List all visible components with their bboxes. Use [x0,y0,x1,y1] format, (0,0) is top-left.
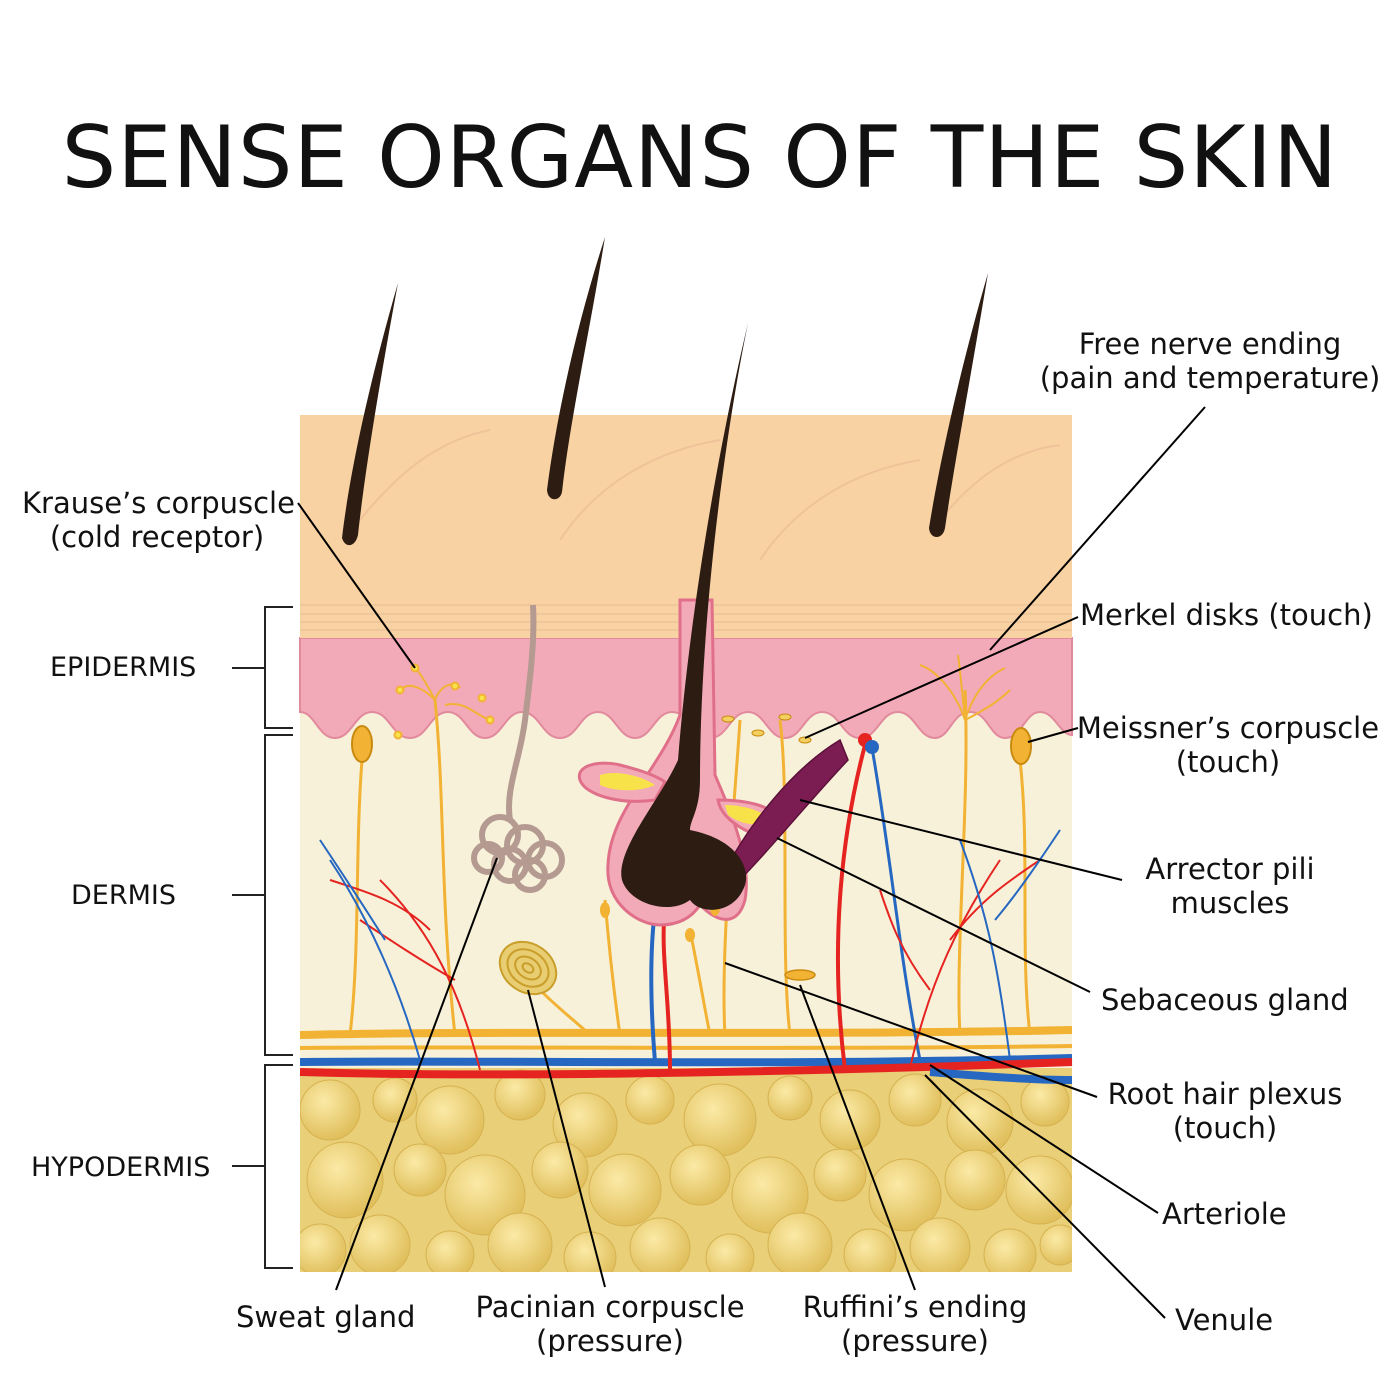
ruffini-ending [784,969,816,981]
label-venule: Venule [1175,1303,1274,1337]
layer-brackets [232,606,293,1269]
leader-arteriole [929,1064,1159,1214]
label-pacinian-line2: (pressure) [536,1324,684,1358]
label-free-nerve-line1: Free nerve ending [1078,327,1342,361]
label-sebaceous: Sebaceous gland [1101,983,1349,1017]
deep-vessel-plexus [299,1026,1073,1084]
leader-root-hair [724,962,1098,1098]
label-meissner-line2: (touch) [1175,745,1281,779]
label-root-hair-line2: (touch) [1172,1111,1278,1145]
label-ruffini: Ruffini’s ending (pressure) [790,1290,1040,1358]
label-sweat: Sweat gland [236,1300,416,1334]
hair-shafts [342,237,988,910]
leader-meissner [1027,727,1079,743]
leader-arrector [799,799,1123,881]
leader-lines [297,406,1206,1319]
layer-label-dermis: DERMIS [71,880,177,911]
label-meissner: Meissner’s corpuscle (touch) [1076,711,1380,779]
label-pacinian: Pacinian corpuscle (pressure) [460,1290,760,1358]
hypodermis-fat-layer [300,1068,1072,1272]
label-ruffini-line1: Ruffini’s ending [802,1290,1028,1324]
label-krause-line1: Krause’s corpuscle [22,486,295,520]
pacinian-corpuscle [498,940,558,996]
merkel-disks [721,713,812,744]
label-meissner-line1: Meissner’s corpuscle [1076,711,1380,745]
label-arrector: Arrector pili muscles [1120,852,1340,920]
label-root-hair-line1: Root hair plexus [1107,1077,1343,1111]
layer-label-epidermis: EPIDERMIS [50,652,197,683]
capillary-network [319,744,1061,1071]
sweat-gland [471,604,565,893]
skin-surface-creases [359,429,1061,561]
label-free-nerve: Free nerve ending (pain and temperature) [1030,327,1390,395]
leader-krause [297,502,416,669]
label-arteriole: Arteriole [1162,1197,1287,1231]
leader-venule [924,1074,1166,1319]
label-pacinian-line1: Pacinian corpuscle [475,1290,745,1324]
leader-sweat [335,857,498,1291]
layer-label-hypodermis: HYPODERMIS [31,1152,211,1183]
label-free-nerve-line2: (pain and temperature) [1039,361,1381,395]
label-krause: Krause’s corpuscle (cold receptor) [22,486,295,554]
label-ruffini-line2: (pressure) [841,1324,989,1358]
leader-sebaceous [776,837,1091,993]
label-arrector-line1: Arrector pili [1145,852,1315,886]
krause-corpuscle [393,663,495,740]
free-nerve-endings [919,654,1011,721]
label-krause-line2: (cold receptor) [49,520,265,554]
blue-nerve-bulb [865,740,879,754]
meissner-corpuscles [351,725,1032,765]
label-root-hair: Root hair plexus (touch) [1100,1077,1350,1145]
page-title: SENSE ORGANS OF THE SKIN [61,108,1339,208]
leader-ruffini [799,984,916,1291]
leader-free-nerve [989,406,1206,651]
label-arrector-line2: muscles [1170,886,1290,920]
label-merkel: Merkel disks (touch) [1080,598,1373,632]
leader-merkel [804,616,1079,739]
leader-pacinian [527,989,606,1288]
